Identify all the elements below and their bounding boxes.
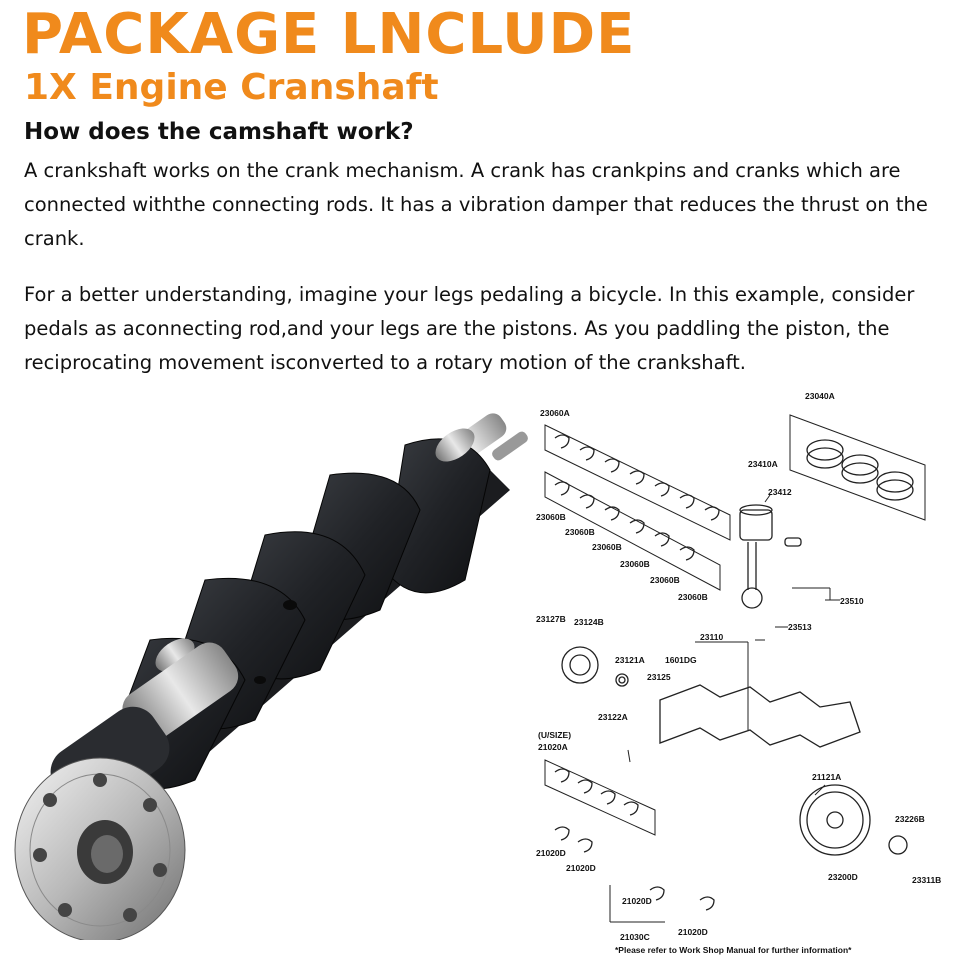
diagram-label: 23226B [895,814,925,824]
section-heading: How does the camshaft work? [24,119,414,145]
diagram-label: 23060B [536,512,566,522]
diagram-label: 23513 [788,622,812,632]
diagram-label: 21020D [678,927,708,937]
description-paragraph-2: For a better understanding, imagine your… [24,283,915,374]
diagram-label: 23060B [678,592,708,602]
diagram-label: 21020D [622,896,652,906]
diagram-label: 23060B [592,542,622,552]
diagram-label: 21121A [812,772,841,782]
diagram-label: 21020D [566,863,596,873]
diagram-label: 23127B [536,614,566,624]
diagram-label: 23040A [805,391,835,401]
diagram-label: 23121A [615,655,645,665]
diagram-label: 21020D [536,848,566,858]
diagram-label: 23510 [840,596,864,606]
diagram-label: 23060B [620,559,650,569]
diagram-label: 23110 [700,632,723,642]
package-contents-subtitle: 1X Engine Cranshaft [24,67,439,108]
diagram-label: 23410A [748,459,778,469]
diagram-label: 21030C [620,932,650,942]
diagram-label: 23060A [540,408,570,418]
crankshaft-product-image [14,413,528,940]
diagram-label: 23412 [768,487,792,497]
diagram-label: 23060B [650,575,680,585]
page-title: PACKAGE LNCLUDE [22,2,636,67]
parts-exploded-diagram: 23060A 23040A 23410A 23412 23060B 23060B… [536,391,941,955]
diagram-label: 23200D [828,872,858,882]
diagram-label: (U/SIZE) [538,730,571,740]
diagram-footnote: *Please refer to Work Shop Manual for fu… [615,945,852,955]
diagram-label: 23122A [598,712,628,722]
description-paragraph-1: A crankshaft works on the crank mechanis… [24,159,928,250]
diagram-label: 23124B [574,617,604,627]
diagram-label: 23311B [912,875,941,885]
diagram-label: 21020A [538,742,568,752]
diagram-label: 23060B [565,527,595,537]
diagram-label: 23125 [647,672,671,682]
diagram-label: 1601DG [665,655,697,665]
